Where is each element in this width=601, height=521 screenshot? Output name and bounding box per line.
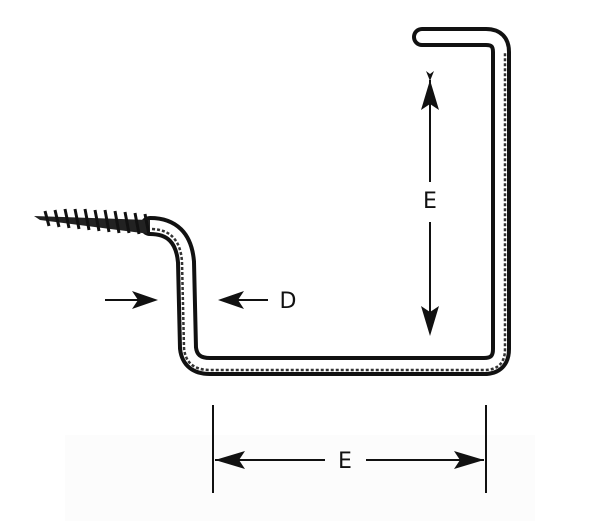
width-label: E	[338, 449, 352, 474]
height-label: E	[423, 189, 437, 214]
background-panel	[65, 435, 535, 521]
diameter-dimension: D	[105, 289, 296, 314]
screw-thread	[34, 208, 151, 236]
height-dimension: E	[421, 71, 439, 336]
diameter-label: D	[280, 289, 297, 314]
width-dimension: E	[212, 405, 487, 493]
hook-wire	[140, 27, 511, 376]
